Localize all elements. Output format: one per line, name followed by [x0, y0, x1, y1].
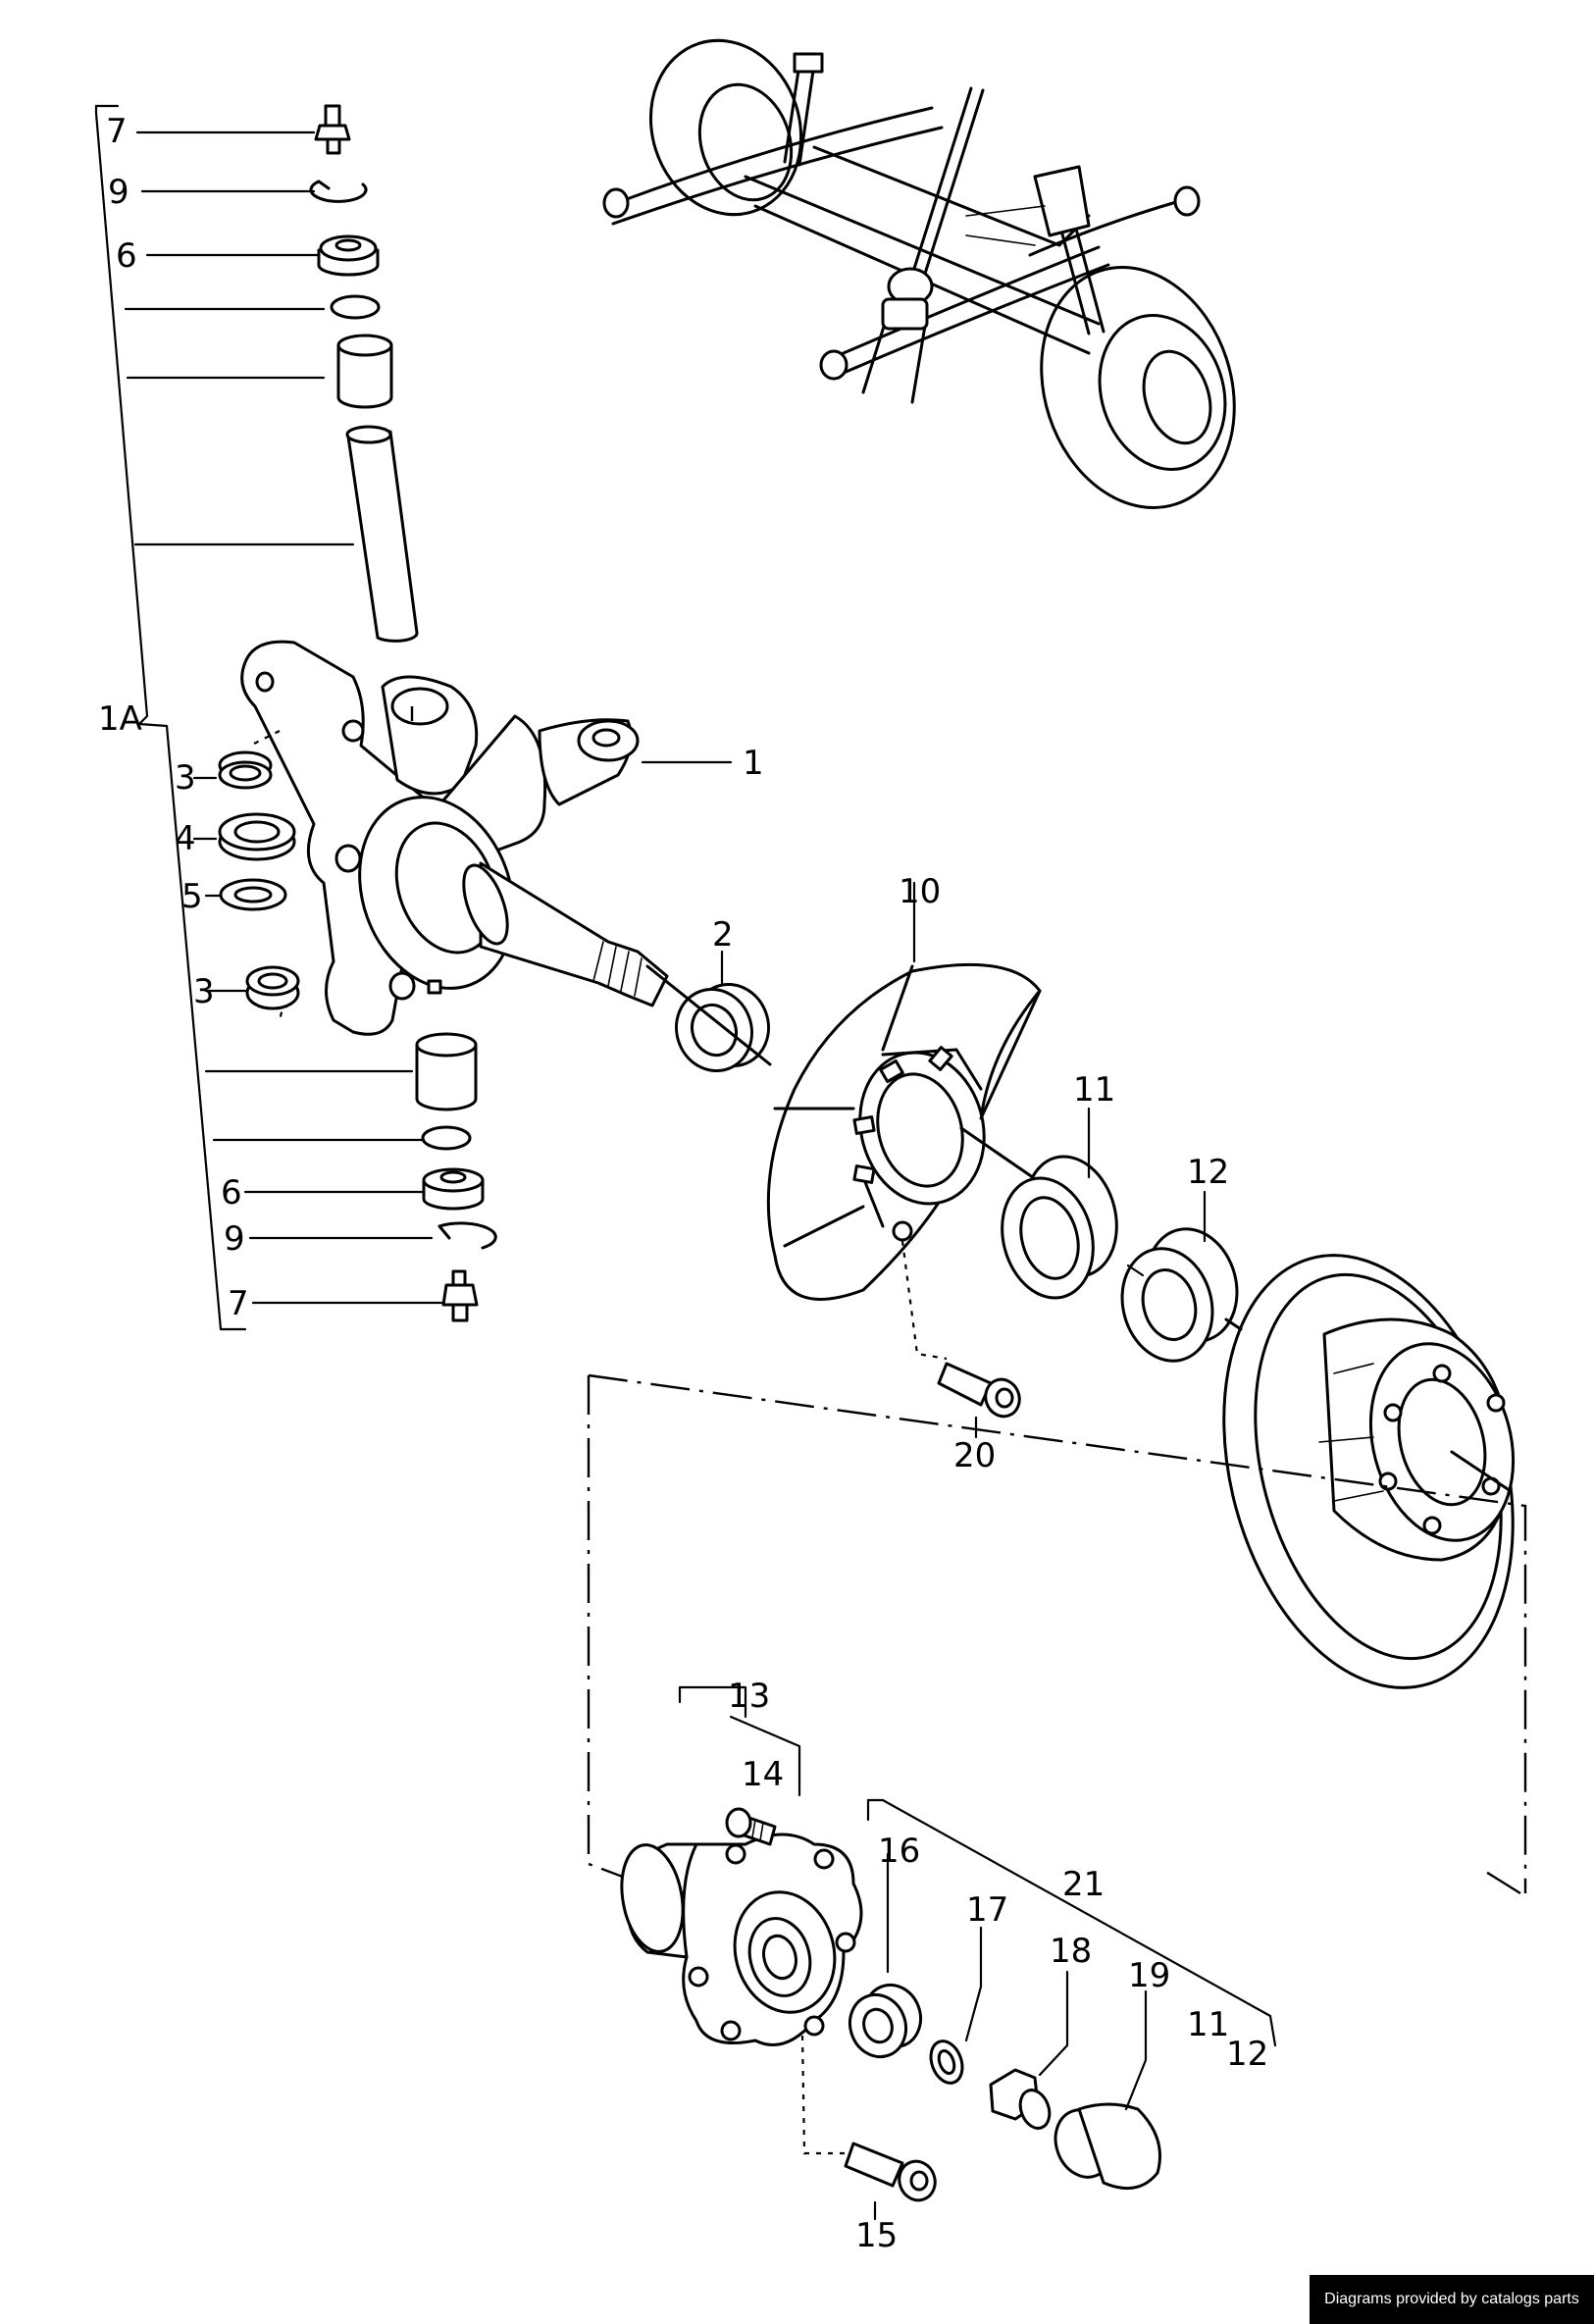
label-13: 13: [728, 1677, 770, 1716]
label-16: 16: [878, 1832, 920, 1871]
bolt-part-20: [900, 1240, 1021, 1439]
label-4: 4: [175, 819, 196, 858]
label-14: 14: [742, 1755, 784, 1794]
left-leader-lines: [124, 130, 443, 1305]
credit-banner: Diagrams provided by catalogs parts: [1310, 2275, 1594, 2324]
label-6-top: 6: [116, 236, 137, 276]
label-17: 17: [966, 1890, 1008, 1930]
bolt-part-15: [800, 2035, 937, 2221]
label-10: 10: [899, 872, 941, 911]
brake-disc: [1222, 1254, 1516, 1689]
dust-shield-part-10: [645, 881, 1042, 1301]
label-15: 15: [855, 2216, 898, 2255]
label-7-bottom: 7: [228, 1284, 249, 1323]
bracket-1a: [94, 104, 247, 1331]
label-9-top: 9: [108, 173, 129, 212]
label-7-top: 7: [106, 112, 128, 151]
label-21: 21: [1062, 1865, 1105, 1904]
label-2: 2: [712, 915, 734, 955]
label-9-bottom: 9: [224, 1219, 245, 1259]
wheel-hub-part-13: [620, 1685, 863, 2046]
label-20: 20: [953, 1436, 996, 1475]
label-3-upper: 3: [175, 758, 196, 798]
label-1a: 1A: [98, 699, 142, 739]
part-number-labels: 7 9 6 1A 3 4 5 3 6 9 7 1 2 10 11 12 20 1…: [98, 112, 1268, 2255]
bearing-part-11: [1001, 1107, 1118, 1300]
label-6-bottom: 6: [221, 1173, 242, 1213]
bearing-part-2: [675, 950, 770, 1073]
bearing-part-12: [1120, 1190, 1239, 1363]
lower-kingpin-parts: [218, 750, 497, 1322]
hub-assembly-frame: [587, 1373, 1527, 1895]
kit-part-21: [848, 1798, 1277, 2191]
axle-overview-illustration: [602, 38, 1236, 509]
label-19: 19: [1128, 1956, 1170, 1995]
label-18: 18: [1050, 1932, 1092, 1971]
upper-kingpin-parts: [309, 104, 419, 643]
steering-knuckle: [240, 640, 669, 1036]
label-3-lower: 3: [193, 972, 215, 1011]
label-5: 5: [181, 877, 203, 916]
label-11-kit: 11: [1187, 2005, 1229, 2044]
label-11: 11: [1073, 1070, 1115, 1110]
label-12-kit: 12: [1226, 2035, 1268, 2074]
label-12: 12: [1187, 1153, 1229, 1192]
label-1: 1: [743, 744, 764, 783]
